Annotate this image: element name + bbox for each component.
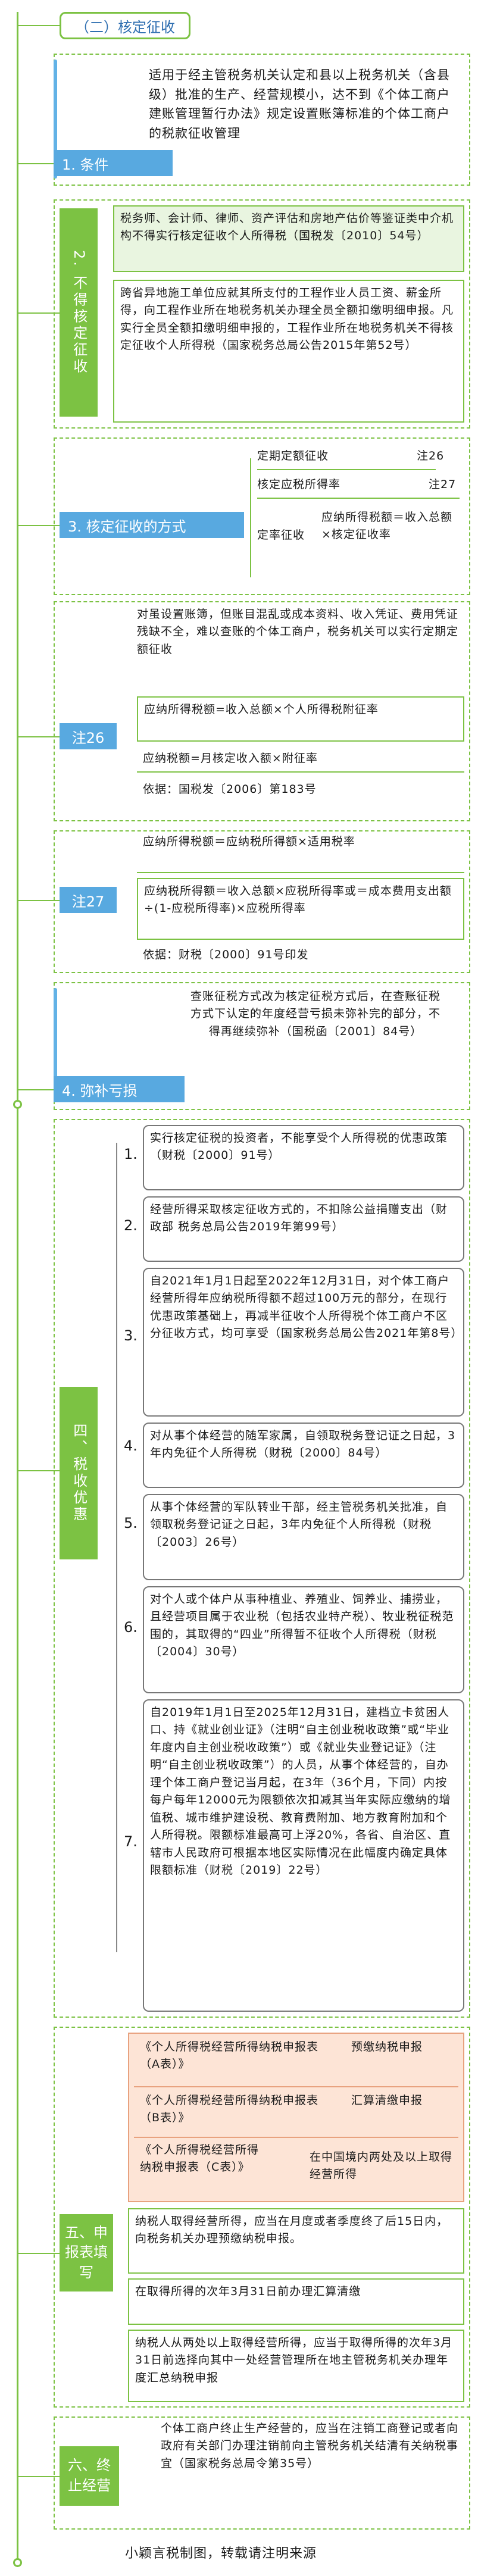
note-26-tag: 注26 [60, 723, 117, 749]
connector [18, 1089, 54, 1090]
incentive-number: 2. [124, 1217, 138, 1234]
connector [18, 736, 60, 737]
form-note: 纳税人从两处以上取得经营所得，应当于取得所得的次年3月31日前选择向其中一处经营… [128, 2330, 464, 2402]
incentive-item: 自2021年1月1日起至2022年12月31日，对个体工商户经营所得年应纳税所得… [143, 1268, 464, 1417]
note-27-basis: 依据：财税〔2000〕91号印发 [143, 948, 309, 961]
divider [134, 2137, 458, 2138]
footer-credit: 小颖言税制图，转载请注明来源 [125, 2546, 317, 2561]
incentive-number: 4. [124, 1437, 138, 1454]
no-verification-item-2: 跨省异地施工单位应就其所支付的工程作业人员工资、薪金所得，向工程作业所在地税务机… [113, 280, 464, 423]
note-26-formula-2: 应纳税额=月核定收入额×附征率 [143, 752, 318, 765]
form-desc: 汇算清缴申报 [351, 2094, 423, 2107]
section-bracket [54, 60, 57, 179]
section-title: （二）核定征收 [60, 12, 190, 39]
connector [250, 458, 251, 577]
timeline-dot [13, 1100, 22, 1109]
forms-tag: 五、申报表填写 [60, 2214, 113, 2291]
incentive-item: 对个人或个体户从事种植业、养殖业、饲养业、捕捞业，且经营项目属于农业税（包括农业… [143, 1586, 464, 1693]
connector [18, 2253, 60, 2254]
loss-text: 查账征税方式改为核定征税方式后，在查账征税方式下认定的年度经营亏损未弥补完的部分… [190, 990, 441, 1038]
form-name: 《个人所得税经营所得纳税申报表（B表）》 [140, 2094, 319, 2125]
connector [18, 163, 54, 164]
timeline-dot [13, 2558, 22, 2567]
bracket-line [116, 1143, 117, 1952]
form-name: 《个人所得税经营所得纳税申报表（A表）》 [140, 2040, 319, 2071]
section-note-26 [54, 601, 470, 821]
incentive-item: 从事个体经营的军队转业干部，经主管税务机关批准，自领取税务登记证之日起，3年内免… [143, 1494, 464, 1580]
note-26-formula-1: 应纳所得税额=收入总额×个人所得税附征率 [137, 696, 464, 742]
incentive-item: 经营所得采取核定征收方式的，不扣除公益捐赠支出（财政部 税务总局公告2019年第… [143, 1196, 464, 1262]
section-note-27 [54, 830, 470, 973]
condition-tag: 1. 条件 [54, 150, 173, 176]
method-fixed-quota: 定期定额征收 [257, 449, 329, 462]
methods-tag: 3. 核定征收的方式 [60, 512, 244, 538]
timeline-spine [17, 12, 18, 2559]
method-fixed-rate: 定率征收 [257, 529, 305, 542]
note-26-basis: 依据：国税发〔2006〕第183号 [143, 783, 317, 796]
incentives-tag: 四、税收优惠 [60, 1387, 98, 1559]
method-taxable-rate-note: 注27 [429, 478, 457, 491]
no-verification-item-1: 税务师、会计师、律师、资产评估和房地产估价等鉴证类中介机构不得实行核定征收个人所… [113, 205, 464, 272]
form-desc: 预缴纳税申报 [351, 2040, 423, 2053]
note-27-formula-2: 应纳税所得额＝收入总额×应税所得率或＝成本费用支出额÷(1-应税所得率)×应税所… [137, 878, 464, 940]
section-termination [54, 2416, 470, 2530]
connector [18, 2476, 60, 2477]
form-note: 纳税人取得经营所得，应当在月度或者季度终了后15日内，向税务机关办理预缴纳税申报… [128, 2208, 464, 2274]
form-note: 在取得所得的次年3月31日前办理汇算清缴 [128, 2278, 464, 2325]
incentive-number: 6. [124, 1619, 138, 1636]
connector [18, 25, 60, 26]
underline [137, 872, 464, 873]
condition-text: 适用于经主管税务机关认定和县以上税务机关（含县级）批准的生产、经营规模小，达不到… [149, 68, 450, 140]
divider [134, 2086, 458, 2087]
note-27-tag: 注27 [60, 887, 117, 913]
incentive-number: 5. [124, 1515, 138, 1531]
no-verification-tag: 2. 不得核定征收 [60, 208, 98, 417]
loss-tag: 4. 弥补亏损 [54, 1076, 185, 1102]
termination-tag: 六、终止经营 [60, 2446, 119, 2506]
method-fixed-quota-note: 注26 [417, 449, 445, 462]
incentive-item: 对从事个体经营的随军家属，自领取税务登记证之日起，3年内免征个人所得税（财税〔2… [143, 1423, 464, 1488]
form-name: 《个人所得税经营所得纳税申报表（C表）》 [140, 2143, 260, 2174]
method-fixed-rate-formula: 应纳所得税额＝收入总额×核定征收率 [321, 511, 453, 542]
termination-text: 个体工商户终止生产经营的，应当在注销工商登记或者向政府有关部门办理注销前向主管税… [161, 2422, 459, 2470]
section-bracket [54, 988, 57, 1101]
form-desc: 在中国境内两处及以上取得经营所得 [310, 2150, 453, 2181]
incentive-number: 1. [124, 1146, 138, 1162]
connector [18, 312, 60, 314]
forms-panel [128, 2033, 464, 2202]
section-methods [54, 437, 470, 595]
section-incentives [54, 1119, 470, 2018]
incentive-number: 7. [124, 1833, 138, 1850]
incentive-item: 实行核定征税的投资者，不能享受个人所得税的优惠政策（财税〔2000〕91号） [143, 1125, 464, 1190]
note-27-formula-1: 应纳所得税额＝应纳税所得额×适用税率 [143, 835, 355, 848]
section-forms [54, 2027, 470, 2408]
incentive-number: 3. [124, 1327, 138, 1344]
connector [18, 900, 60, 901]
incentive-item: 自2019年1月1日至2025年12月31日，建档立卡贫困人口、持《就业创业证》… [143, 1699, 464, 2012]
connector [18, 1470, 60, 1471]
underline [257, 498, 460, 499]
method-taxable-rate: 核定应税所得率 [257, 478, 341, 491]
note-26-intro: 对虽设置账簿，但账目混乱或成本资料、收入凭证、费用凭证残缺不全，难以查账的个体工… [137, 608, 459, 656]
section-no-verification [54, 199, 470, 429]
connector [18, 525, 60, 526]
underline [137, 771, 464, 773]
underline [257, 469, 436, 470]
